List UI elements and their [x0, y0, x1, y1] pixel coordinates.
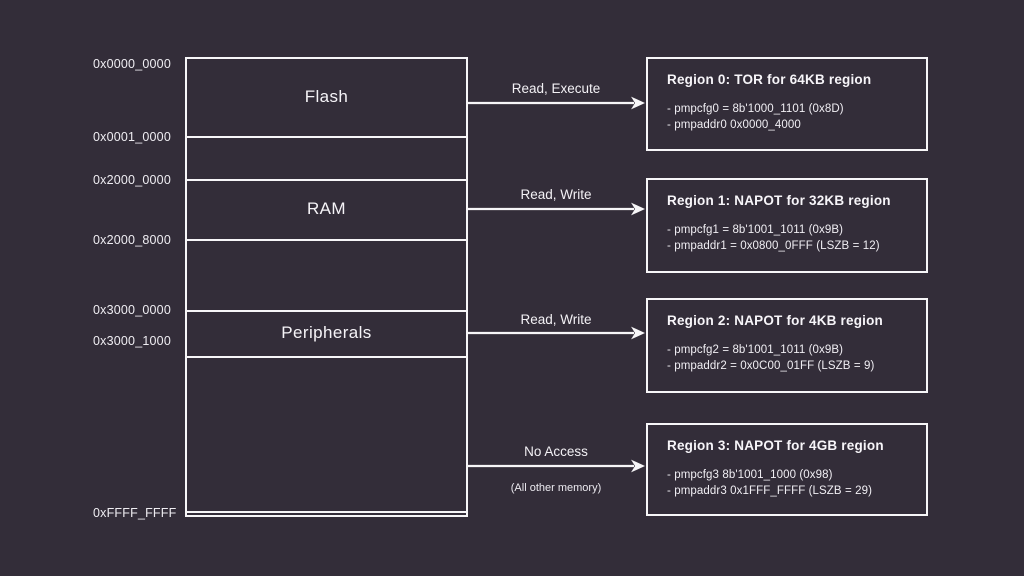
region-2-title: Region 2: NAPOT for 4KB region — [667, 313, 884, 328]
divider-0x2000_0000 — [187, 179, 466, 181]
region-3-title: Region 3: NAPOT for 4GB region — [667, 438, 884, 453]
region-0-pmpcfg: - pmpcfg0 = 8b'1000_1101 (0x8D) — [667, 103, 844, 115]
address-label-0x3000_0000: 0x3000_0000 — [93, 303, 171, 317]
region-2-pmpcfg: - pmpcfg2 = 8b'1001_1011 (0x9B) — [667, 344, 844, 356]
region-0-title: Region 0: TOR for 64KB region — [667, 72, 872, 87]
block-label-flash: Flash — [304, 87, 349, 106]
region-card-1: Region 1: NAPOT for 32KB region - pmpcfg… — [646, 178, 928, 273]
arrow-note-all-other-memory: (All other memory) — [510, 482, 602, 494]
block-label-ram: RAM — [307, 199, 346, 218]
region-0-pmpaddr: - pmpaddr0 0x0000_4000 — [667, 118, 801, 131]
arrow-label-no-access: No Access — [524, 444, 588, 459]
divider-0x2000_8000 — [187, 239, 466, 241]
arrow-icon-region3 — [468, 459, 645, 473]
address-label-0x2000_0000: 0x2000_0000 — [93, 173, 171, 187]
region-1-pmpaddr: - pmpaddr1 = 0x0800_0FFF (LSZB = 12) — [667, 239, 880, 252]
region-card-3: Region 3: NAPOT for 4GB region - pmpcfg3… — [646, 423, 928, 516]
address-label-0xFFFF_FFFF: 0xFFFF_FFFF — [93, 506, 177, 520]
arrow-icon-region0 — [468, 96, 645, 110]
region-2-pmpaddr: - pmpaddr2 = 0x0C00_01FF (LSZB = 9) — [667, 359, 875, 372]
region-1-pmpcfg: - pmpcfg1 = 8b'1001_1011 (0x9B) — [667, 224, 844, 236]
arrow-icon-region2 — [468, 326, 645, 340]
region-card-2: Region 2: NAPOT for 4KB region - pmpcfg2… — [646, 298, 928, 393]
divider-bottom-inner — [187, 511, 466, 513]
arrow-label-read-write-1: Read, Write — [520, 187, 592, 202]
region-1-title: Region 1: NAPOT for 32KB region — [667, 193, 891, 208]
memory-map: Flash RAM Peripherals — [185, 57, 468, 517]
arrow-label-read-write-2: Read, Write — [520, 312, 592, 327]
region-3-pmpcfg: - pmpcfg3 8b'1001_1000 (0x98) — [667, 469, 833, 481]
address-label-0x3000_1000: 0x3000_1000 — [93, 334, 171, 348]
address-label-0x0001_0000: 0x0001_0000 — [93, 130, 171, 144]
block-label-peripherals: Peripherals — [281, 323, 372, 342]
arrow-icon-region1 — [468, 202, 645, 216]
region-card-0: Region 0: TOR for 64KB region - pmpcfg0 … — [646, 57, 928, 151]
address-label-0x2000_8000: 0x2000_8000 — [93, 233, 171, 247]
arrow-label-read-execute: Read, Execute — [511, 81, 601, 96]
divider-0x0001_0000 — [187, 136, 466, 138]
divider-0x3000_0000 — [187, 310, 466, 312]
divider-0x3000_1000 — [187, 356, 466, 358]
region-3-pmpaddr: - pmpaddr3 0x1FFF_FFFF (LSZB = 29) — [667, 484, 873, 497]
address-label-0x0000_0000: 0x0000_0000 — [93, 57, 171, 71]
